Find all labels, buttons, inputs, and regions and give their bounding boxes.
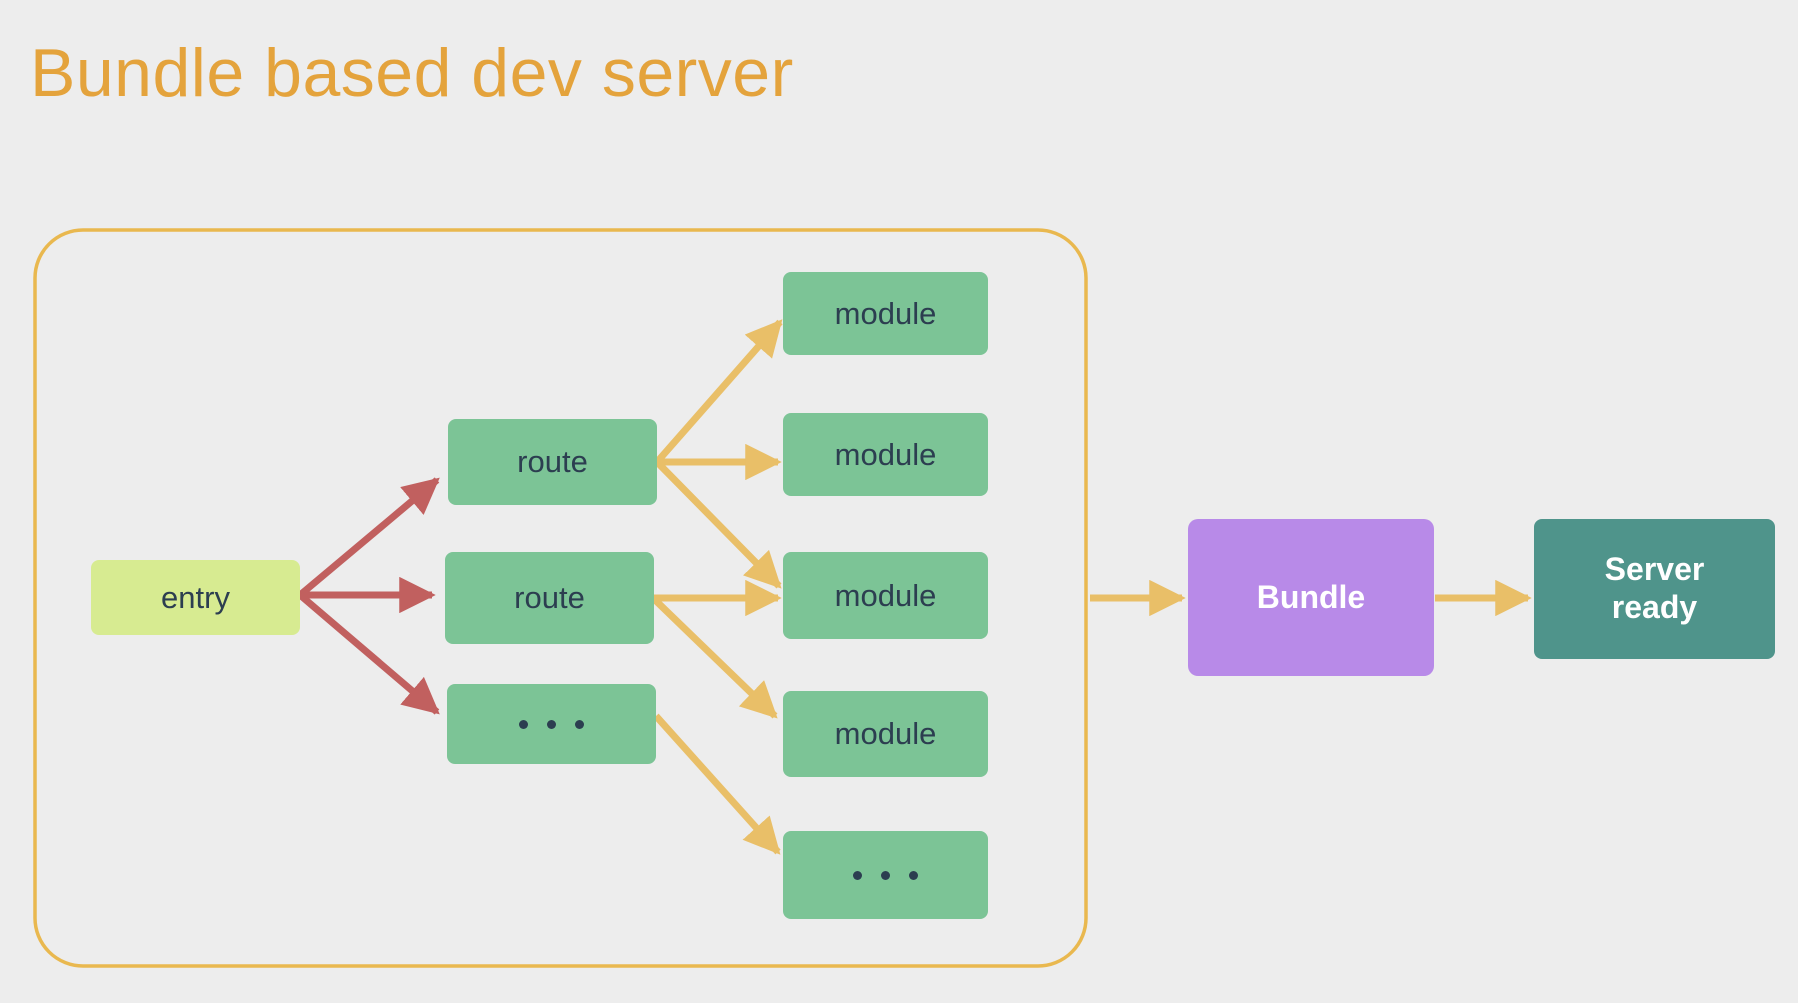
node-entry-label: entry	[161, 579, 230, 615]
ellipsis-icon	[853, 870, 918, 880]
node-server-ready-label: Server ready	[1604, 551, 1705, 625]
node-module-1-label: module	[834, 295, 937, 331]
node-module-4-label: module	[834, 716, 937, 751]
edge-route1-module1	[654, 319, 783, 465]
ellipsis-icon	[519, 719, 584, 729]
node-route-2[interactable]: route	[445, 552, 654, 644]
edge-route3-module5	[653, 713, 781, 855]
node-entry[interactable]: entry	[91, 560, 300, 635]
node-route-1-label: route	[517, 444, 588, 479]
node-bundle-label: Bundle	[1256, 579, 1366, 615]
page-title: Bundle based dev server	[30, 35, 794, 111]
bundle-graph-container	[33, 228, 1088, 968]
node-module-3-label: module	[834, 577, 937, 613]
node-route-2-label: route	[514, 580, 585, 615]
edge-entry-route1	[297, 477, 440, 598]
node-module-5-ellipsis[interactable]	[783, 831, 988, 919]
edge-route1-module3	[654, 459, 782, 589]
node-module-1[interactable]: module	[783, 272, 988, 355]
node-module-3[interactable]: module	[783, 552, 988, 639]
edge-route2-module4	[650, 595, 778, 719]
node-module-2[interactable]: module	[783, 413, 988, 496]
node-route-3-ellipsis[interactable]	[447, 684, 656, 764]
node-route-1[interactable]: route	[448, 419, 657, 505]
node-bundle[interactable]: Bundle	[1188, 519, 1434, 676]
node-server-ready[interactable]: Server ready	[1534, 519, 1775, 659]
edge-entry-route3	[297, 592, 440, 715]
node-module-4[interactable]: module	[783, 691, 988, 777]
node-module-2-label: module	[834, 436, 937, 472]
